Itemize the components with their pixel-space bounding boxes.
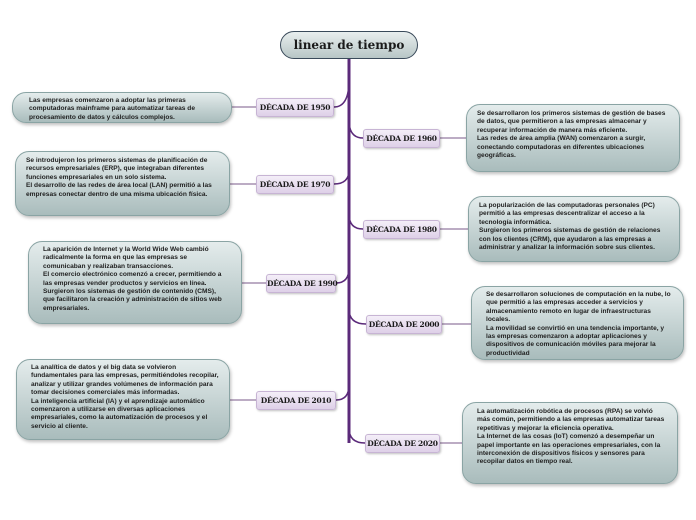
decade-2000-node[interactable]: DÉCADA DE 2000 xyxy=(366,315,442,334)
branch-2000 xyxy=(348,308,367,325)
branch-2020 xyxy=(348,427,366,444)
note-2000[interactable]: Se desarrollaron soluciones de computaci… xyxy=(471,286,684,360)
note-1960[interactable]: Se desarrollaron los primeros sistemas d… xyxy=(466,104,680,172)
note-2020[interactable]: La automatización robótica de procesos (… xyxy=(462,402,678,484)
central-topic[interactable]: linear de tiempo xyxy=(280,31,418,59)
note-1990[interactable]: La aparición de Internet y la World Wide… xyxy=(28,241,242,324)
note-1980[interactable]: La popularización de las computadoras pe… xyxy=(468,196,680,262)
decade-2010-node[interactable]: DÉCADA DE 2010 xyxy=(256,391,336,410)
branch-1960 xyxy=(348,119,364,139)
note-1950[interactable]: Las empresas comenzaron a adoptar las pr… xyxy=(12,92,232,123)
branch-1950 xyxy=(333,79,350,108)
decade-1970-node[interactable]: DÉCADA DE 1970 xyxy=(256,175,334,194)
decade-1990-node[interactable]: DÉCADA DE 1990 xyxy=(266,274,338,293)
branch-1980 xyxy=(348,213,364,230)
branch-1990 xyxy=(335,267,350,284)
decade-1980-node[interactable]: DÉCADA DE 1980 xyxy=(363,220,440,239)
decade-2020-node[interactable]: DÉCADA DE 2020 xyxy=(365,434,440,453)
branch-2010 xyxy=(335,384,350,401)
decade-1960-node[interactable]: DÉCADA DE 1960 xyxy=(363,129,440,148)
decade-1950-node[interactable]: DÉCADA DE 1950 xyxy=(256,98,334,117)
note-2010[interactable]: La analítica de datos y el big data se v… xyxy=(16,359,230,440)
branch-1970 xyxy=(333,169,350,185)
note-1970[interactable]: Se introdujeron los primeros sistemas de… xyxy=(15,151,230,216)
